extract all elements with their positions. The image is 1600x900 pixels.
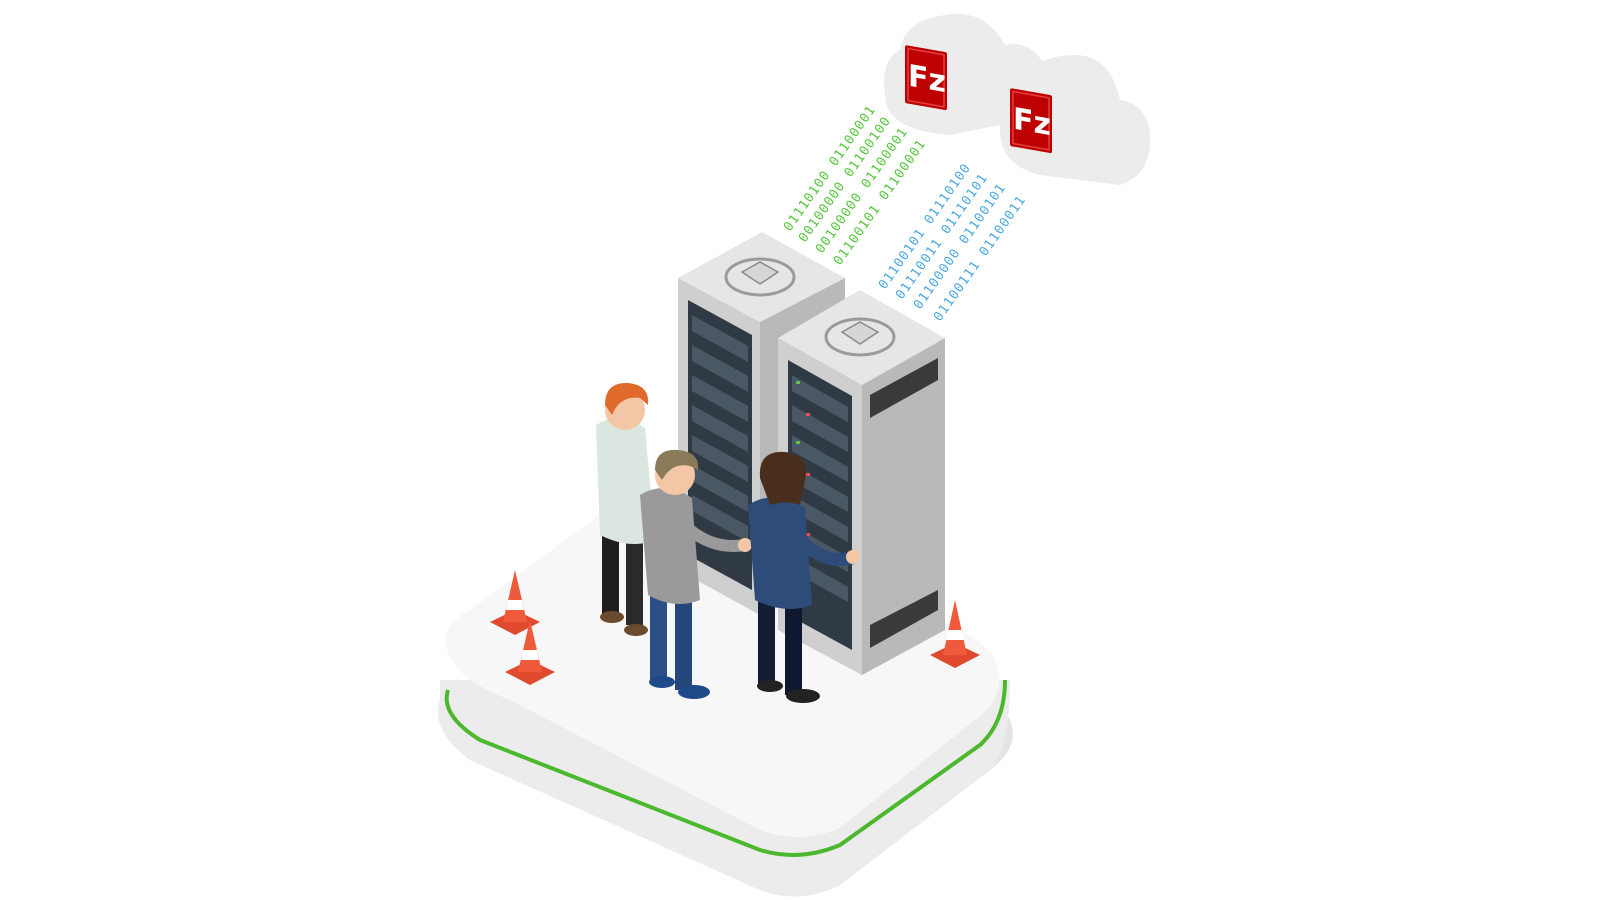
filezilla-logo-text: Fz xyxy=(908,59,946,100)
filezilla-logo-text: Fz xyxy=(1013,102,1051,143)
vent-grille xyxy=(870,358,938,648)
rack-top-emblem xyxy=(824,317,896,357)
cloud-icon xyxy=(1000,55,1150,185)
traffic-cone-icon xyxy=(490,570,540,635)
person-icon xyxy=(596,382,655,636)
rack-top-emblem xyxy=(724,257,796,297)
traffic-cone-icon xyxy=(930,600,980,668)
traffic-cone-icon xyxy=(505,620,555,685)
filezilla-logo-icon: Fz xyxy=(905,45,947,111)
isometric-platform xyxy=(438,492,1013,897)
person-icon xyxy=(748,451,860,703)
filezilla-logo-icon: Fz xyxy=(1010,88,1052,154)
person-icon xyxy=(640,449,752,699)
